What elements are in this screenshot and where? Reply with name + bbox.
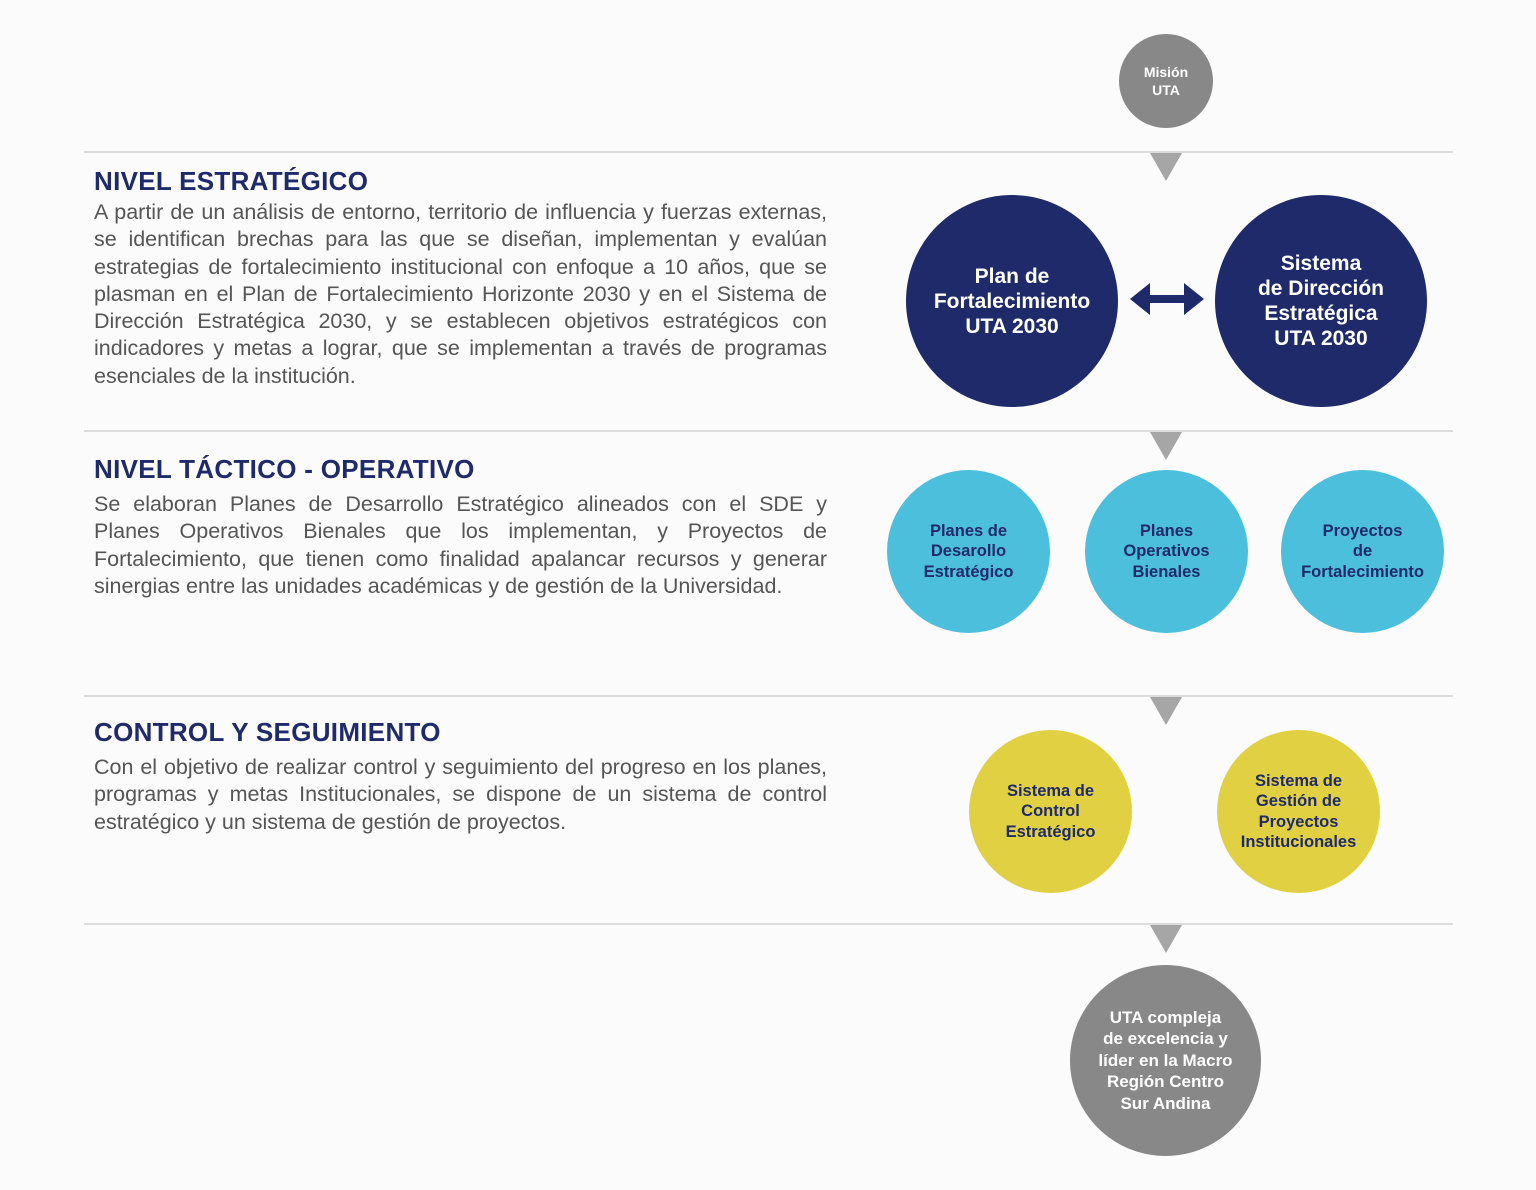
vision-uta-node: UTA compleja de excelencia y líder en la… — [1070, 965, 1261, 1156]
sistema-control-node: Sistema de Control Estratégico — [969, 730, 1132, 893]
planes-desarrollo-label: Planes de Desarollo Estratégico — [923, 521, 1014, 581]
down-arrow-icon — [1150, 432, 1182, 460]
planes-operativos-node: Planes Operativos Bienales — [1085, 470, 1248, 633]
divider-1 — [84, 151, 1453, 153]
planes-operativos-label: Planes Operativos Bienales — [1123, 521, 1210, 581]
section-title-estrategico: NIVEL ESTRATÉGICO — [94, 166, 369, 196]
sistema-control-label: Sistema de Control Estratégico — [1005, 781, 1096, 841]
section-text-control: Con el objetivo de realizar control y se… — [94, 755, 827, 834]
vision-uta-label: UTA compleja de excelencia y líder en la… — [1098, 1007, 1233, 1113]
down-arrow-icon — [1150, 697, 1182, 725]
down-arrow-icon — [1150, 925, 1182, 953]
mision-uta-label: Misión UTA — [1143, 64, 1189, 98]
planes-desarrollo-node: Planes de Desarollo Estratégico — [887, 470, 1050, 633]
section-text-estrategico: A partir de un análisis de entorno, terr… — [94, 200, 827, 388]
section-title-tactico: NIVEL TÁCTICO - OPERATIVO — [94, 454, 475, 484]
divider-3 — [84, 695, 1453, 697]
double-arrow-shape — [1130, 283, 1204, 315]
sistema-direccion-node: Sistema de Dirección Estratégica UTA 203… — [1215, 195, 1427, 407]
divider-2 — [84, 430, 1453, 432]
mision-uta-node: Misión UTA — [1119, 34, 1213, 128]
down-arrow-icon — [1150, 153, 1182, 181]
section-title-control: CONTROL Y SEGUIMIENTO — [94, 717, 441, 747]
sistema-direccion-label: Sistema de Dirección Estratégica UTA 203… — [1257, 252, 1385, 350]
double-arrow-icon — [1130, 283, 1204, 315]
sistema-gestion-node: Sistema de Gestión de Proyectos Instituc… — [1217, 730, 1380, 893]
section-text-tactico: Se elaboran Planes de Desarrollo Estraté… — [94, 492, 827, 598]
plan-fortalecimiento-node: Plan de Fortalecimiento UTA 2030 — [906, 195, 1118, 407]
proyectos-fortalecimiento-node: Proyectos de Fortalecimiento — [1281, 470, 1444, 633]
plan-fortalecimiento-label: Plan de Fortalecimiento UTA 2030 — [933, 264, 1091, 338]
proyectos-fortalecimiento-label: Proyectos de Fortalecimiento — [1301, 521, 1424, 581]
sistema-gestion-label: Sistema de Gestión de Proyectos Instituc… — [1240, 771, 1357, 852]
divider-4 — [84, 923, 1453, 925]
